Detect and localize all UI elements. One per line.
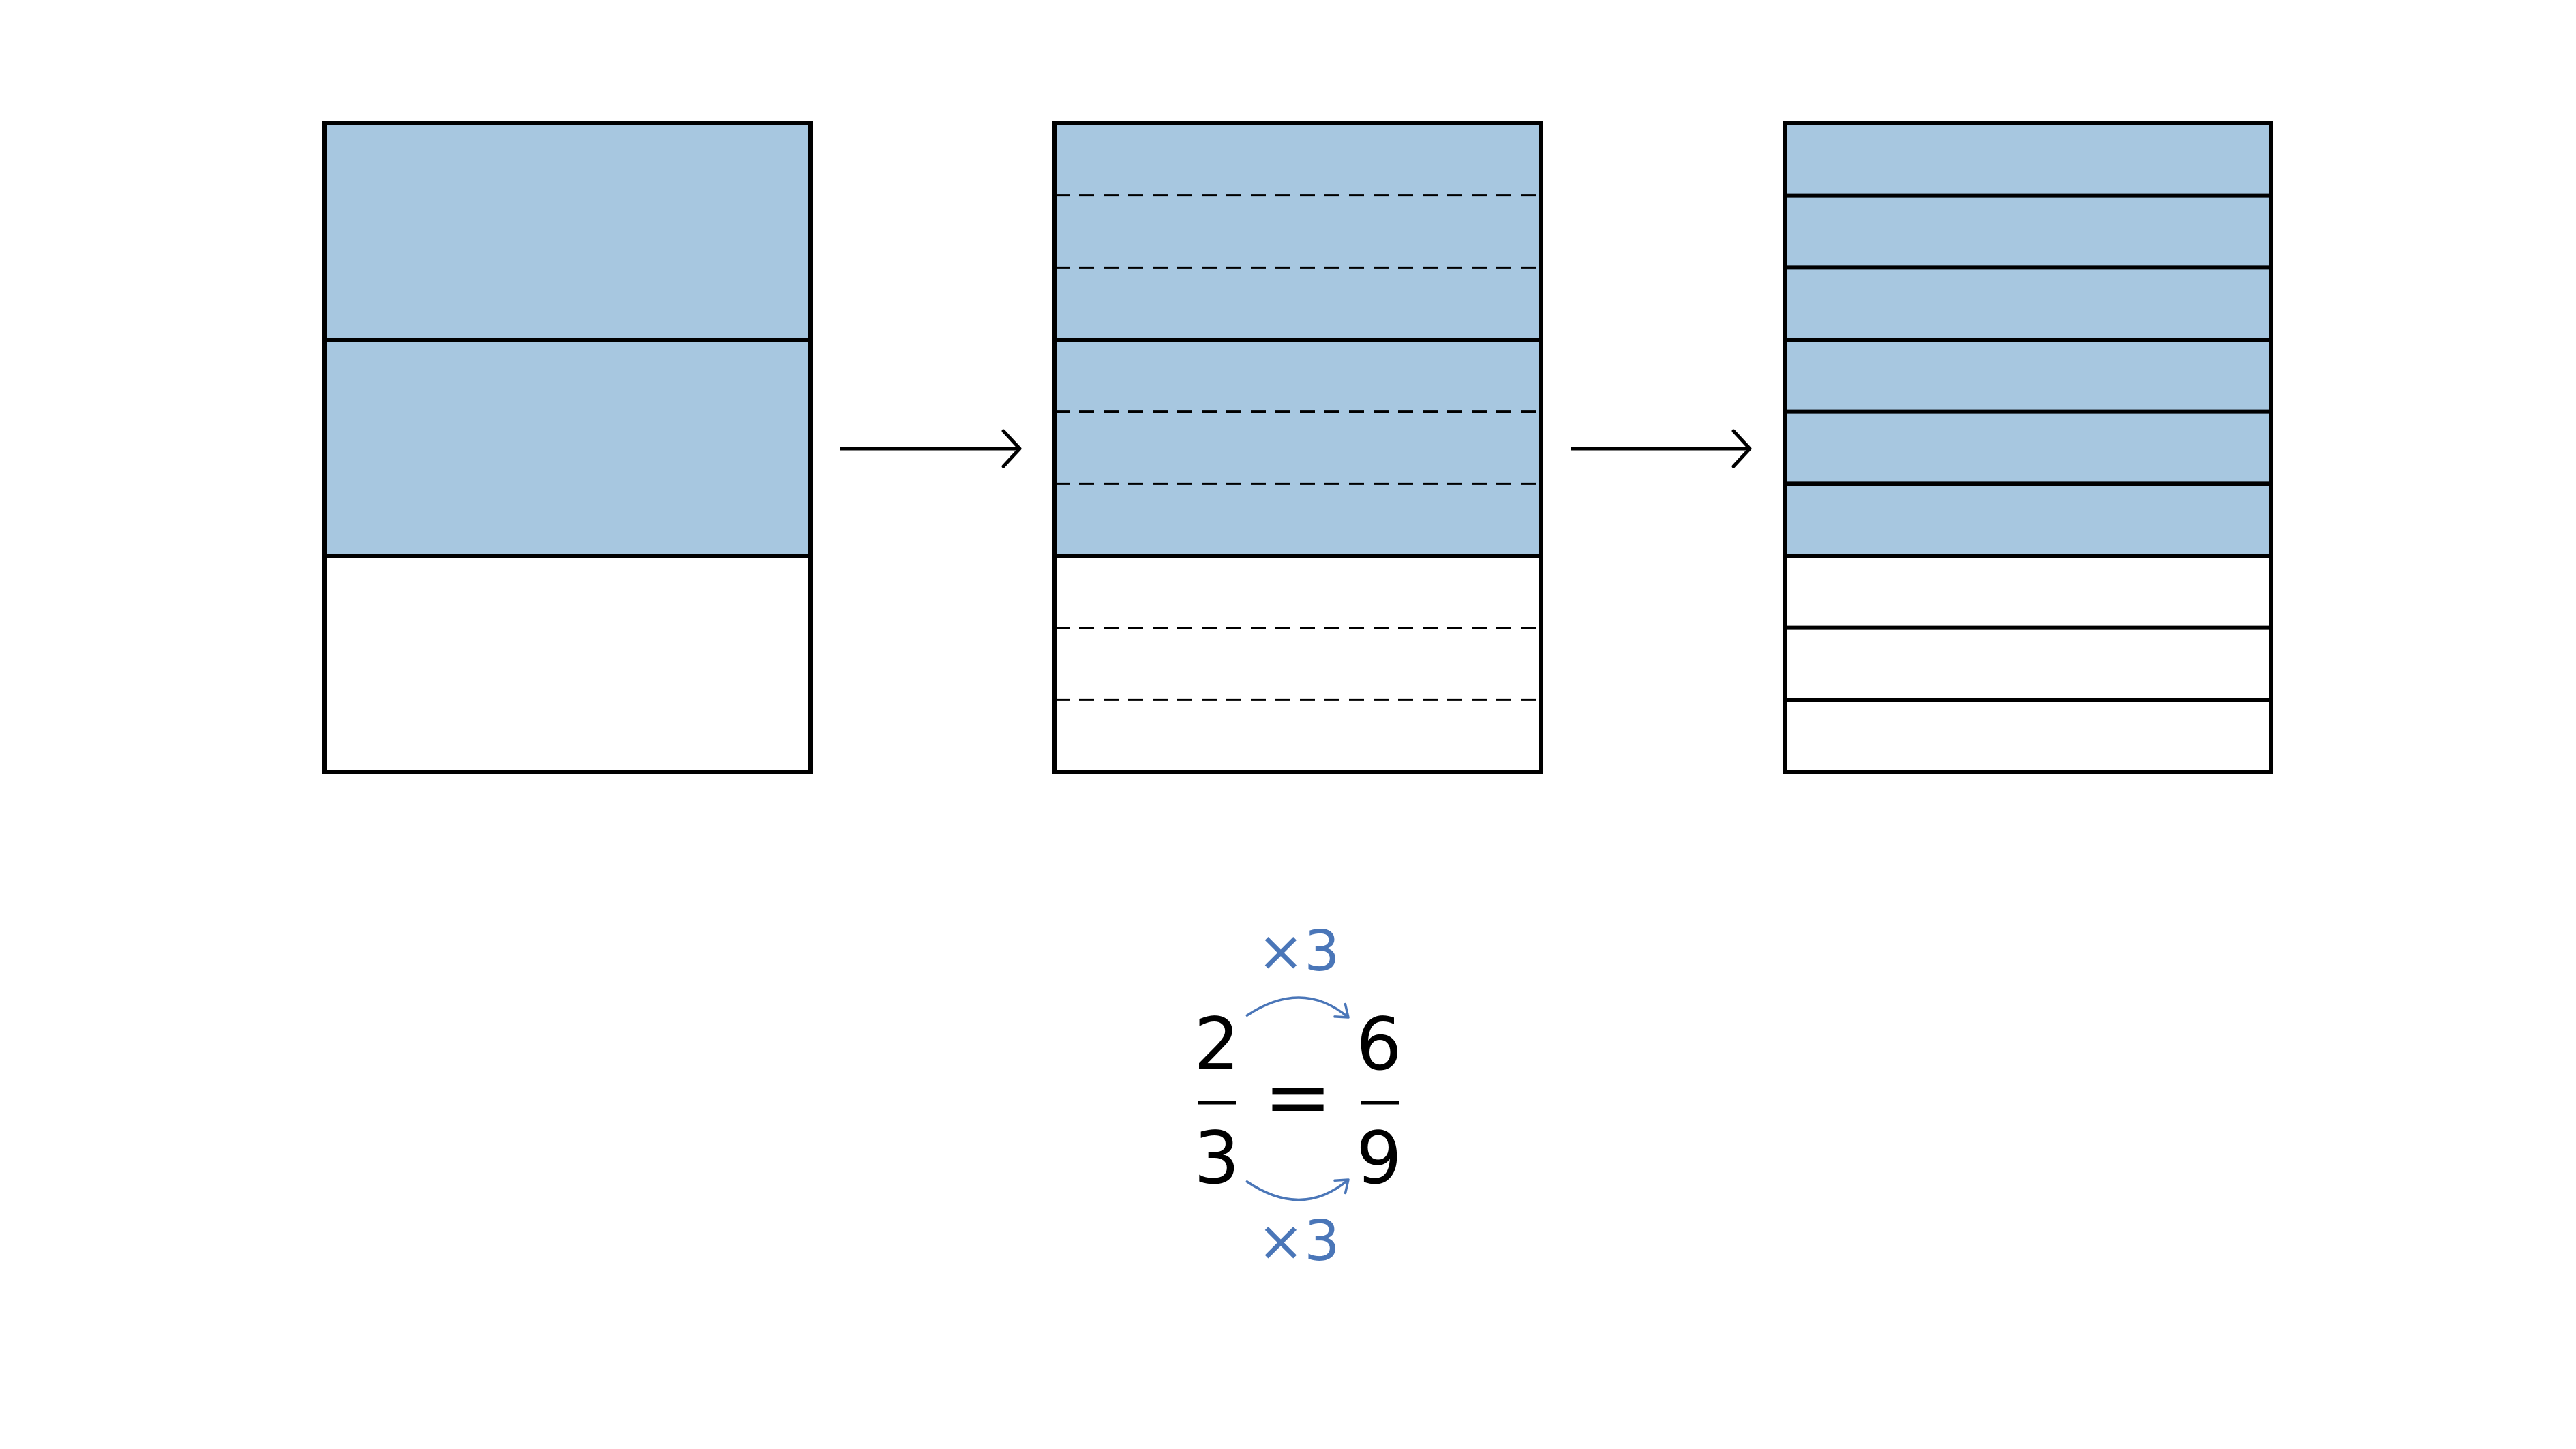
- unshaded-part: [324, 556, 810, 772]
- curved-arrow-bottom-icon: [1245, 1178, 1350, 1201]
- shaded-part: [1785, 267, 2271, 340]
- arrow-right-icon: [840, 429, 1022, 468]
- unshaded-part: [1055, 556, 1541, 772]
- unshaded-part: [1785, 700, 2271, 772]
- right-numerator: 6: [1356, 1002, 1401, 1086]
- curved-arrow-top-icon: [1245, 996, 1350, 1019]
- shaded-part: [1055, 123, 1541, 340]
- shaded-part: [1055, 340, 1541, 556]
- arrow-right-icon: [1571, 429, 1752, 468]
- shaded-part: [1785, 483, 2271, 556]
- bar-outline: [322, 121, 813, 774]
- shaded-part: [1785, 195, 2271, 268]
- shaded-part: [324, 123, 810, 340]
- multiplier-top: ×3: [1258, 919, 1340, 984]
- fraction-bar-result: [1783, 121, 2273, 774]
- left-numerator: 2: [1194, 1002, 1239, 1086]
- equals-sign: =: [1264, 1050, 1333, 1145]
- right-denominator: 9: [1356, 1116, 1401, 1200]
- shaded-part: [1785, 340, 2271, 412]
- fraction-bar-original: [322, 121, 813, 774]
- shaded-part: [1785, 123, 2271, 196]
- shaded-part: [1785, 411, 2271, 484]
- shaded-part: [324, 340, 810, 556]
- unshaded-part: [1785, 627, 2271, 700]
- equation: ×3 2 3 = 6 9 ×3: [1194, 919, 1401, 1274]
- bar-outline: [1052, 121, 1543, 774]
- unshaded-part: [1785, 556, 2271, 628]
- fraction-bar-subdividing: [1052, 121, 1543, 774]
- left-denominator: 3: [1194, 1116, 1239, 1200]
- bar-outline: [1783, 121, 2273, 774]
- multiplier-bottom: ×3: [1258, 1209, 1340, 1274]
